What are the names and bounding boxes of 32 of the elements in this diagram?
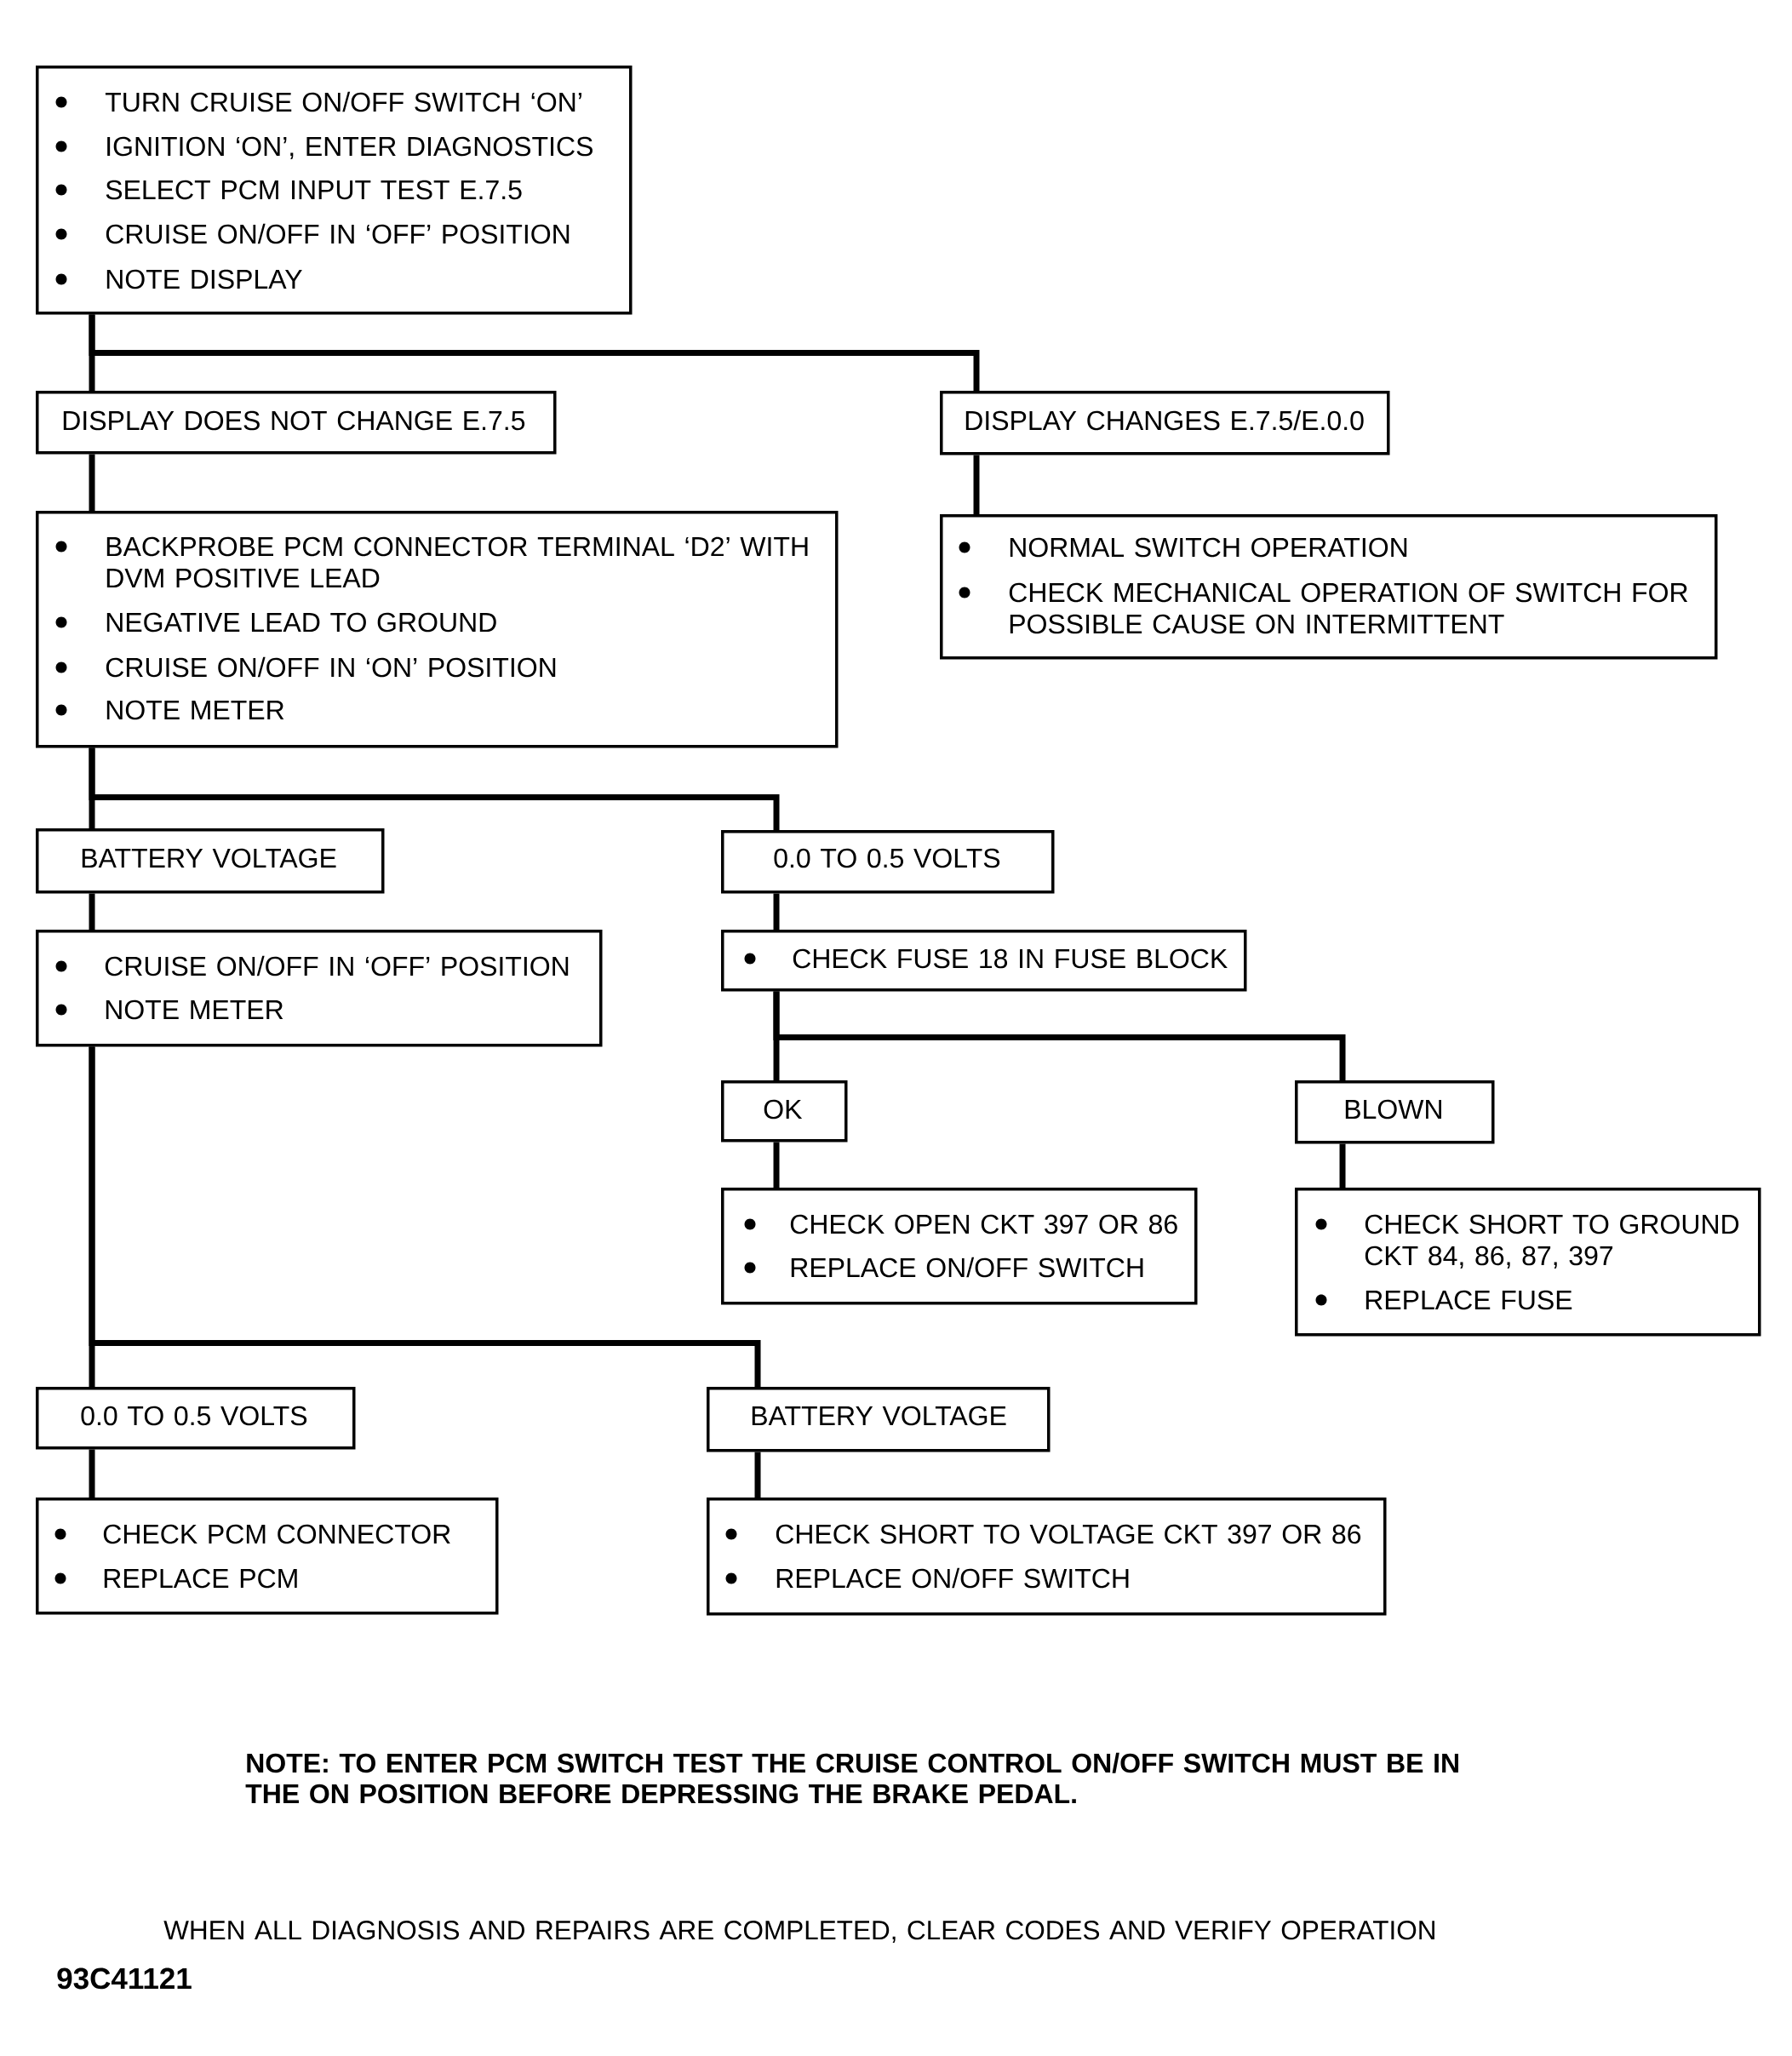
connector-line: [89, 893, 95, 930]
connector-line: [773, 1142, 780, 1188]
result-box: OK: [721, 1080, 848, 1143]
step-box: CHECK OPEN CKT 397 OR 86 REPLACE ON/OFF SWITCH: [721, 1188, 1198, 1305]
step-box: BACKPROBE PCM CONNECTOR TERMINAL ‘D2’ WITH DVM POSITIVE LEAD NEGATIVE LEAD TO GROUND CRUISE ON/OFF IN ‘ON’ POSITION NOTE METER: [36, 511, 839, 748]
connector-line: [773, 893, 780, 930]
step-box: TURN CRUISE ON/OFF SWITCH ‘ON’ IGNITION ‘ON’, ENTER DIAGNOSTICS SELECT PCM INPUT TEST E.7.5 CRUISE ON/OFF IN ‘OFF’ POSITION NOTE DISPLAY: [36, 66, 633, 315]
figure-code: 93C41121: [57, 1967, 192, 1990]
result-box: 0.0 TO 0.5 VOLTS: [36, 1387, 356, 1450]
connector-line: [89, 454, 95, 511]
result-box: 0.0 TO 0.5 VOLTS: [721, 830, 1055, 894]
connector-line: [773, 991, 1346, 1080]
step-box: CHECK FUSE 18 IN FUSE BLOCK: [721, 930, 1247, 992]
step-box: NORMAL SWITCH OPERATION CHECK MECHANICAL OPERATION OF SWITCH FOR POSSIBLE CAUSE ON INTERMITTENT: [940, 514, 1718, 660]
connector-line: [1339, 1143, 1346, 1188]
step-box: CHECK PCM CONNECTOR REPLACE PCM: [36, 1498, 499, 1615]
connector-line: [973, 455, 980, 514]
result-box: BLOWN: [1295, 1080, 1495, 1144]
result-box: DISPLAY DOES NOT CHANGE E.7.5: [36, 391, 557, 455]
connector-line: [89, 314, 980, 391]
connector-line: [89, 1046, 761, 1387]
connector-line: [89, 1449, 95, 1498]
step-box: CRUISE ON/OFF IN ‘OFF’ POSITION NOTE METER: [36, 930, 603, 1047]
step-box: CHECK SHORT TO VOLTAGE CKT 397 OR 86 REPLACE ON/OFF SWITCH: [707, 1498, 1387, 1616]
result-box: DISPLAY CHANGES E.7.5/E.0.0: [940, 391, 1390, 455]
result-box: BATTERY VOLTAGE: [707, 1387, 1051, 1452]
footer-note: WHEN ALL DIAGNOSIS AND REPAIRS ARE COMPLETED, CLEAR CODES AND VERIFY OPERATION: [163, 1921, 1434, 1944]
connector-line: [754, 1452, 761, 1498]
note-text: NOTE: TO ENTER PCM SWITCH TEST THE CRUISE CONTROL ON/OFF SWITCH MUST BE IN THE ON POSITION BEFORE DEPRESSING THE BRAKE PEDAL.: [245, 1752, 1458, 1804]
connector-line: [89, 747, 780, 830]
result-box: BATTERY VOLTAGE: [36, 828, 385, 894]
step-box: CHECK SHORT TO GROUND CKT 84, 86, 87, 397 REPLACE FUSE: [1295, 1188, 1761, 1337]
